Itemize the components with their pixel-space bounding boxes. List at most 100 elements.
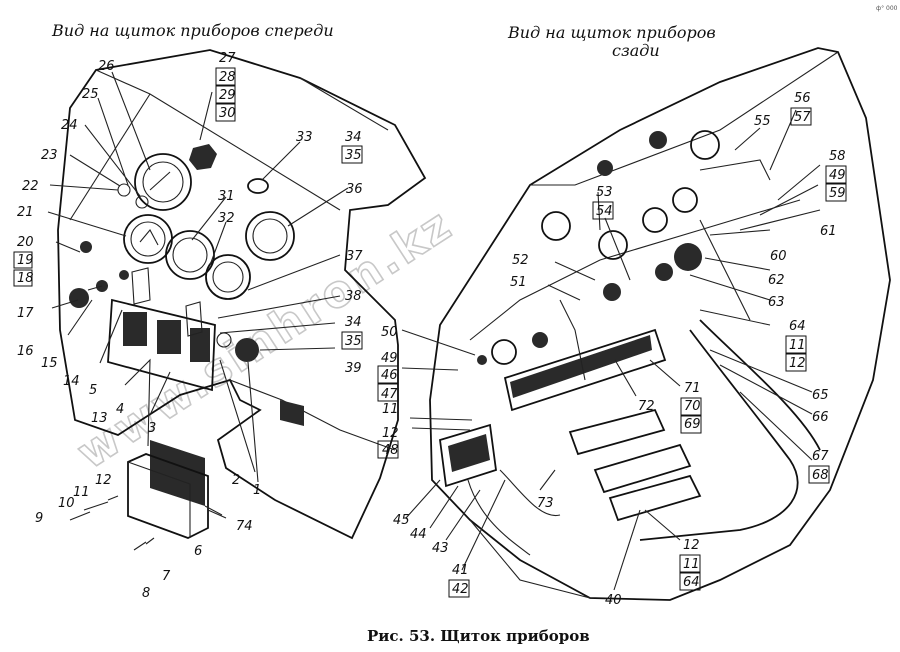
rear-leader-lines (401, 109, 821, 591)
figure-caption: Рис. 53. Щиток приборов (367, 627, 590, 645)
callout-21: 21 (17, 205, 34, 220)
callout-51: 51 (510, 275, 527, 290)
callout-60: 60 (770, 249, 787, 264)
callout-70: 70 (684, 399, 701, 414)
callout-61: 61 (820, 224, 837, 239)
callout-47: 47 (381, 387, 398, 402)
front-gauges (69, 144, 295, 362)
callout-18: 18 (17, 271, 34, 286)
callout-71: 71 (684, 381, 701, 396)
front-view-title: Вид на щиток приборов спереди (51, 21, 334, 40)
callout-20: 20 (17, 235, 34, 250)
callout-69: 69 (684, 417, 701, 432)
callout-38: 38 (345, 289, 362, 304)
callout-11: 11 (73, 485, 90, 500)
rear-wiring (467, 159, 821, 556)
callout-32: 32 (218, 211, 235, 226)
callout-35: 35 (345, 148, 362, 163)
callout-r11c: 11 (683, 557, 700, 572)
callout-67: 67 (812, 449, 829, 464)
callout-7: 7 (162, 569, 171, 584)
callout-6: 6 (194, 544, 202, 559)
callout-29: 29 (219, 88, 236, 103)
callout-16: 16 (17, 344, 34, 359)
callout-30: 30 (219, 106, 236, 121)
callout-15: 15 (41, 356, 58, 371)
callout-56: 56 (794, 91, 811, 106)
callout-73: 73 (537, 496, 554, 511)
callout-22: 22 (22, 179, 39, 194)
callout-r46: 48 (382, 443, 399, 458)
callout-27: 27 (219, 51, 236, 66)
callout-17: 17 (17, 306, 34, 321)
callout-68: 68 (812, 468, 829, 483)
callout-10: 10 (58, 496, 75, 511)
callout-28: 28 (219, 70, 236, 85)
voltage-regulator (69, 400, 304, 551)
callout-72: 72 (638, 399, 655, 414)
callout-5: 5 (89, 383, 97, 398)
callout-39: 39 (345, 361, 362, 376)
callout-2: 2 (232, 473, 240, 488)
front-fuse-block (107, 267, 216, 392)
callout-66: 66 (812, 410, 829, 425)
callout-33: 33 (296, 130, 313, 145)
rear-callouts: 11 12 48 40 41 42 43 44 45 47 46 49 50 5… (377, 91, 847, 608)
callout-62: 62 (768, 273, 785, 288)
callout-14: 14 (63, 374, 80, 389)
callout-53: 53 (596, 185, 613, 200)
callout-r12c: 12 (683, 538, 700, 553)
callout-57: 57 (794, 110, 811, 125)
callout-48: 46 (381, 368, 398, 383)
callout-31: 31 (218, 189, 235, 204)
callout-34: 34 (345, 130, 362, 145)
callout-44: 44 (410, 527, 427, 542)
callout-19: 19 (17, 253, 34, 268)
rear-terminal-blocks (439, 328, 702, 522)
callout-49: 49 (381, 351, 398, 366)
callout-23: 23 (41, 148, 58, 163)
front-callouts: 1 2 3 4 5 6 7 8 9 10 11 12 13 14 15 16 1… (13, 51, 363, 601)
callout-r49: 49 (829, 168, 846, 183)
front-leader-lines (47, 71, 349, 516)
callout-3: 3 (148, 421, 156, 436)
callout-40: 40 (605, 593, 622, 608)
callout-25: 25 (82, 87, 99, 102)
callout-r11b: 11 (789, 338, 806, 353)
corner-mark: ф° 000 (876, 5, 898, 12)
callout-8: 8 (142, 586, 150, 601)
callout-65: 65 (812, 388, 829, 403)
callout-4: 4 (116, 402, 124, 417)
callout-54: 54 (596, 204, 613, 219)
callout-64: 64 (789, 319, 806, 334)
callout-74: 74 (236, 519, 253, 534)
callout-59: 59 (829, 186, 846, 201)
callout-50: 50 (381, 325, 398, 340)
callout-52: 52 (512, 253, 529, 268)
callout-35b: 35 (345, 334, 362, 349)
callout-24: 24 (61, 118, 78, 133)
rear-panel (429, 47, 891, 601)
callout-36: 36 (346, 182, 363, 197)
callout-34b: 34 (345, 315, 362, 330)
callout-r11: 11 (382, 402, 399, 417)
callout-26: 26 (98, 59, 115, 74)
callout-r12: 12 (382, 426, 399, 441)
callout-12: 12 (95, 473, 112, 488)
callout-45: 45 (393, 513, 410, 528)
rear-view-title-line2: сзади (612, 41, 660, 60)
callout-58: 58 (829, 149, 846, 164)
callout-9: 9 (35, 511, 43, 526)
callout-43: 43 (432, 541, 449, 556)
callout-55: 55 (754, 114, 771, 129)
callout-37: 37 (346, 249, 363, 264)
callout-1: 1 (253, 483, 261, 498)
callout-63: 63 (768, 295, 785, 310)
callout-41: 41 (452, 563, 469, 578)
callout-42: 42 (452, 582, 469, 597)
callout-r64c: 64 (683, 575, 700, 590)
rear-gauges (477, 130, 720, 365)
rear-view-title-line1: Вид на щиток приборов (507, 23, 716, 42)
callout-r12b: 12 (789, 356, 806, 371)
